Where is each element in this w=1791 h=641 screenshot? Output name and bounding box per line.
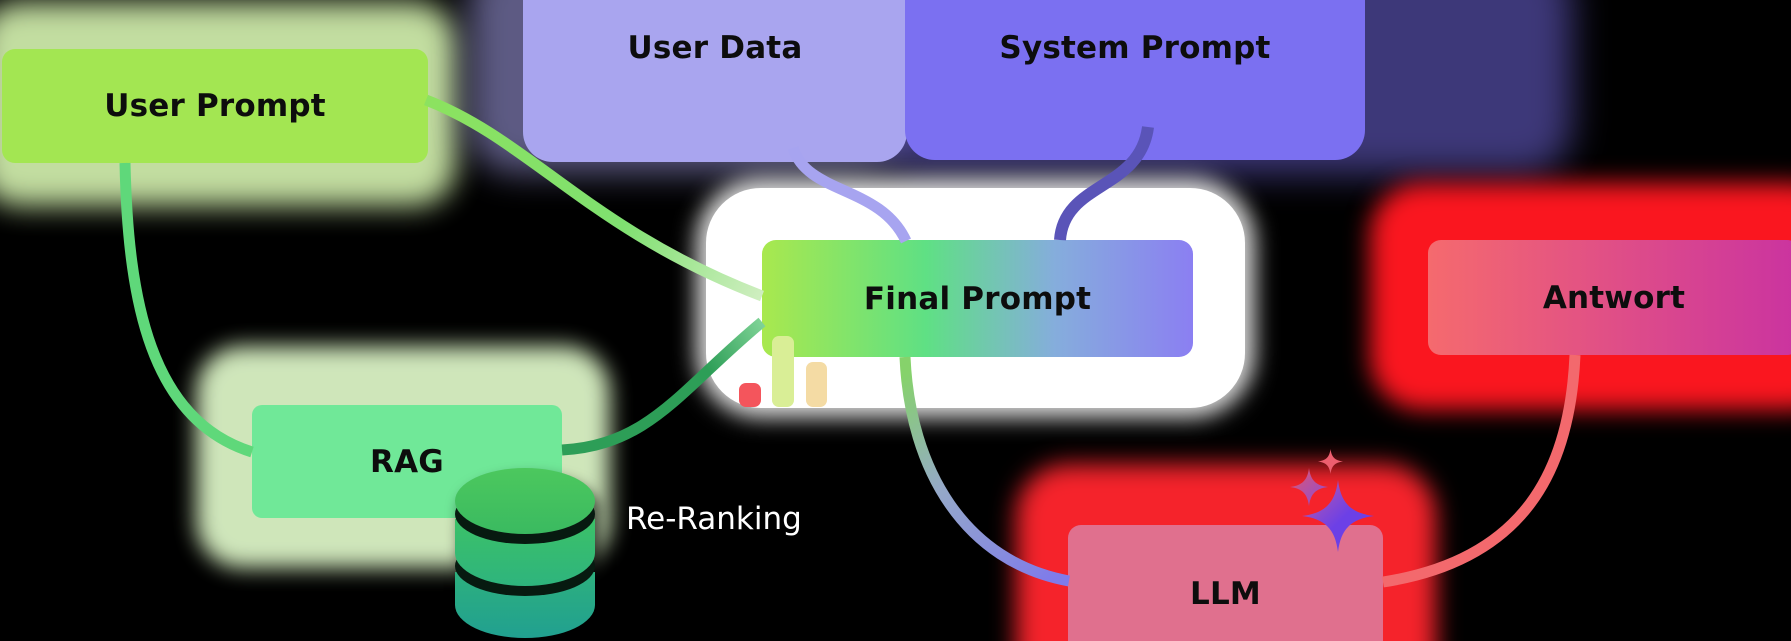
node-antwort: Antwort	[1428, 240, 1791, 355]
node-label-system-prompt: System Prompt	[999, 30, 1271, 66]
bar-chart-green-bar	[772, 336, 794, 407]
node-system-prompt: System Prompt	[905, 0, 1365, 160]
node-label-antwort: Antwort	[1542, 279, 1686, 316]
node-label-rag: RAG	[370, 443, 444, 480]
node-rag: RAG	[252, 405, 562, 518]
database-bottom-band	[455, 572, 595, 638]
node-label-llm: LLM	[1190, 576, 1261, 612]
re-ranking-label: Re-Ranking	[626, 501, 802, 537]
node-user-prompt: User Prompt	[2, 49, 428, 163]
node-final-prompt: Final Prompt	[762, 240, 1193, 357]
node-label-user-prompt: User Prompt	[104, 88, 326, 124]
node-llm: LLM	[1068, 525, 1383, 641]
node-label-final-prompt: Final Prompt	[863, 280, 1092, 317]
node-label-user-data: User Data	[627, 30, 803, 66]
bar-chart-red-bar	[739, 383, 761, 407]
bar-chart-tan-bar	[806, 362, 827, 407]
node-user-data: User Data	[523, 0, 907, 162]
